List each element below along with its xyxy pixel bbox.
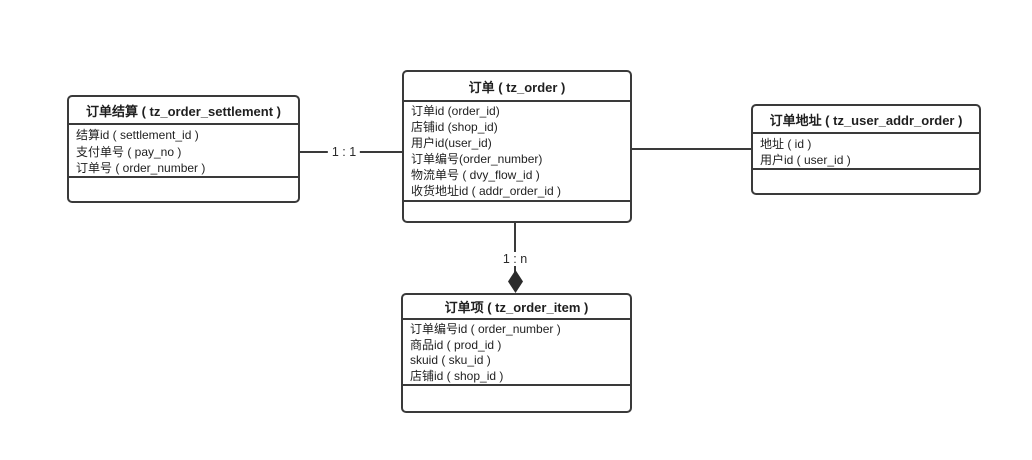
filled-diamond-arrow-icon [508,270,523,293]
entity-order-settlement[interactable]: 订单结算 ( tz_order_settlement ) 结算id ( sett… [67,95,300,203]
field-item-shop-id: 店铺id ( shop_id ) [410,368,504,383]
entity-order-item-fields: 订单编号id ( order_number ) 商品id ( prod_id )… [403,320,630,386]
field-settlement-id: 结算id ( settlement_id ) [76,128,199,142]
entity-order-settlement-fields: 结算id ( settlement_id ) 支付单号 ( pay_no ) 订… [69,125,298,178]
entity-order[interactable]: 订单 ( tz_order ) 订单id (order_id) 店铺id (sh… [402,70,632,223]
field-shop-id: 店铺id (shop_id) [411,119,498,134]
field-item-order-number: 订单编号id ( order_number ) [410,322,561,336]
entity-order-settlement-empty-compartment [69,178,298,201]
entity-order-item-empty-compartment [403,386,630,411]
entity-order-title: 订单 ( tz_order ) [404,72,630,102]
entity-user-addr-order[interactable]: 订单地址 ( tz_user_addr_order ) 地址 ( id ) 用户… [751,104,981,195]
entity-user-addr-order-empty-compartment [753,170,979,193]
relation-label-one-to-one: 1 : 1 [327,145,361,159]
relation-line-order-address[interactable] [632,148,751,150]
field-prod-id: 商品id ( prod_id ) [410,337,502,352]
field-dvy-flow-id: 物流单号 ( dvy_flow_id ) [411,167,540,182]
field-addr-id: 地址 ( id ) [760,137,812,151]
field-sku-id: skuid ( sku_id ) [410,353,491,367]
entity-order-fields: 订单id (order_id) 店铺id (shop_id) 用户id(user… [404,102,630,202]
entity-order-item-title: 订单项 ( tz_order_item ) [403,295,630,320]
entity-user-addr-order-title: 订单地址 ( tz_user_addr_order ) [753,106,979,134]
entity-order-settlement-title: 订单结算 ( tz_order_settlement ) [69,97,298,125]
entity-order-item[interactable]: 订单项 ( tz_order_item ) 订单编号id ( order_num… [401,293,632,413]
relation-line-order-item[interactable] [514,223,516,273]
field-order-id: 订单id (order_id) [411,104,500,118]
field-user-id: 用户id(user_id) [411,135,492,150]
field-pay-no: 支付单号 ( pay_no ) [76,144,182,159]
relation-label-one-to-n: 1 : n [498,252,532,266]
field-addr-user-id: 用户id ( user_id ) [760,153,851,167]
field-order-number: 订单号 ( order_number ) [76,161,206,176]
field-order-number: 订单编号(order_number) [411,151,543,166]
entity-user-addr-order-fields: 地址 ( id ) 用户id ( user_id ) [753,134,979,170]
entity-order-empty-compartment [404,202,630,221]
field-addr-order-id: 收货地址id ( addr_order_id ) [411,183,562,198]
